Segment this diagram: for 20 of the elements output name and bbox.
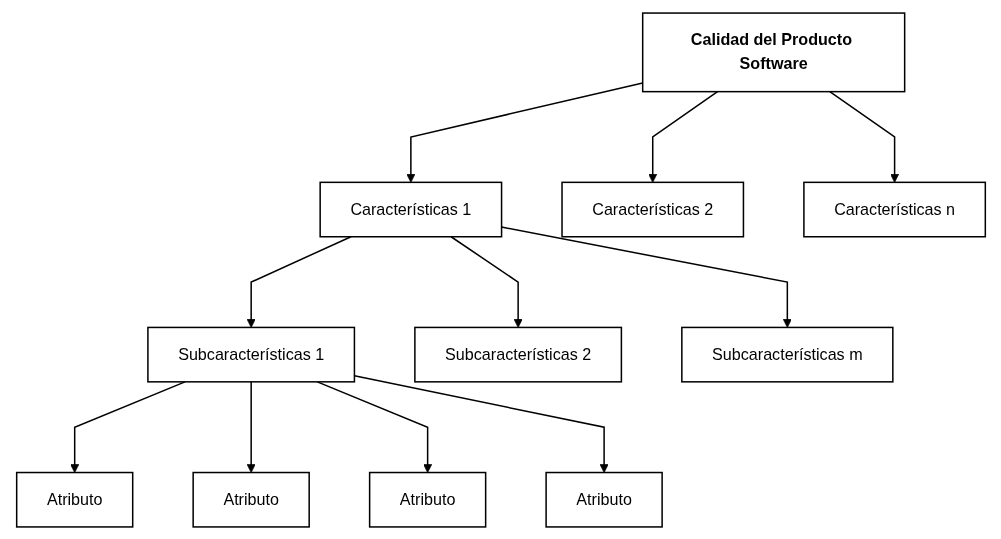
- arrow: [405, 81, 643, 183]
- node-box: Atributo: [544, 471, 663, 528]
- node-box: Atributo: [191, 471, 310, 528]
- node-box: Subcaracterísticas 1: [146, 326, 355, 383]
- arrow: [353, 374, 609, 473]
- arrow: [828, 90, 899, 183]
- arrow: [246, 235, 352, 328]
- node-box: Características n: [802, 181, 986, 237]
- node-box: Calidad del Producto Software: [641, 11, 905, 92]
- arrow: [69, 380, 186, 473]
- node-box: Subcaracterísticas 2: [413, 326, 622, 383]
- arrow: [246, 380, 256, 473]
- node-box: Características 2: [560, 181, 744, 237]
- arrow: [647, 90, 718, 183]
- arrow: [316, 380, 432, 473]
- node-box: Atributo: [15, 471, 133, 528]
- node-box: Subcaracterísticas m: [680, 326, 894, 383]
- node-box: Características 1: [318, 181, 502, 237]
- node-box: Atributo: [368, 471, 486, 528]
- arrow: [449, 235, 523, 328]
